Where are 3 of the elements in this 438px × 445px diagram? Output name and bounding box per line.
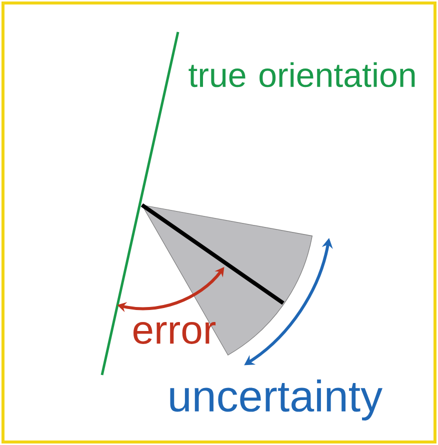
- uncertainty-label: uncertainty: [170, 380, 382, 420]
- error-label: error: [133, 322, 216, 344]
- axis-label: true orientation: [188, 62, 415, 88]
